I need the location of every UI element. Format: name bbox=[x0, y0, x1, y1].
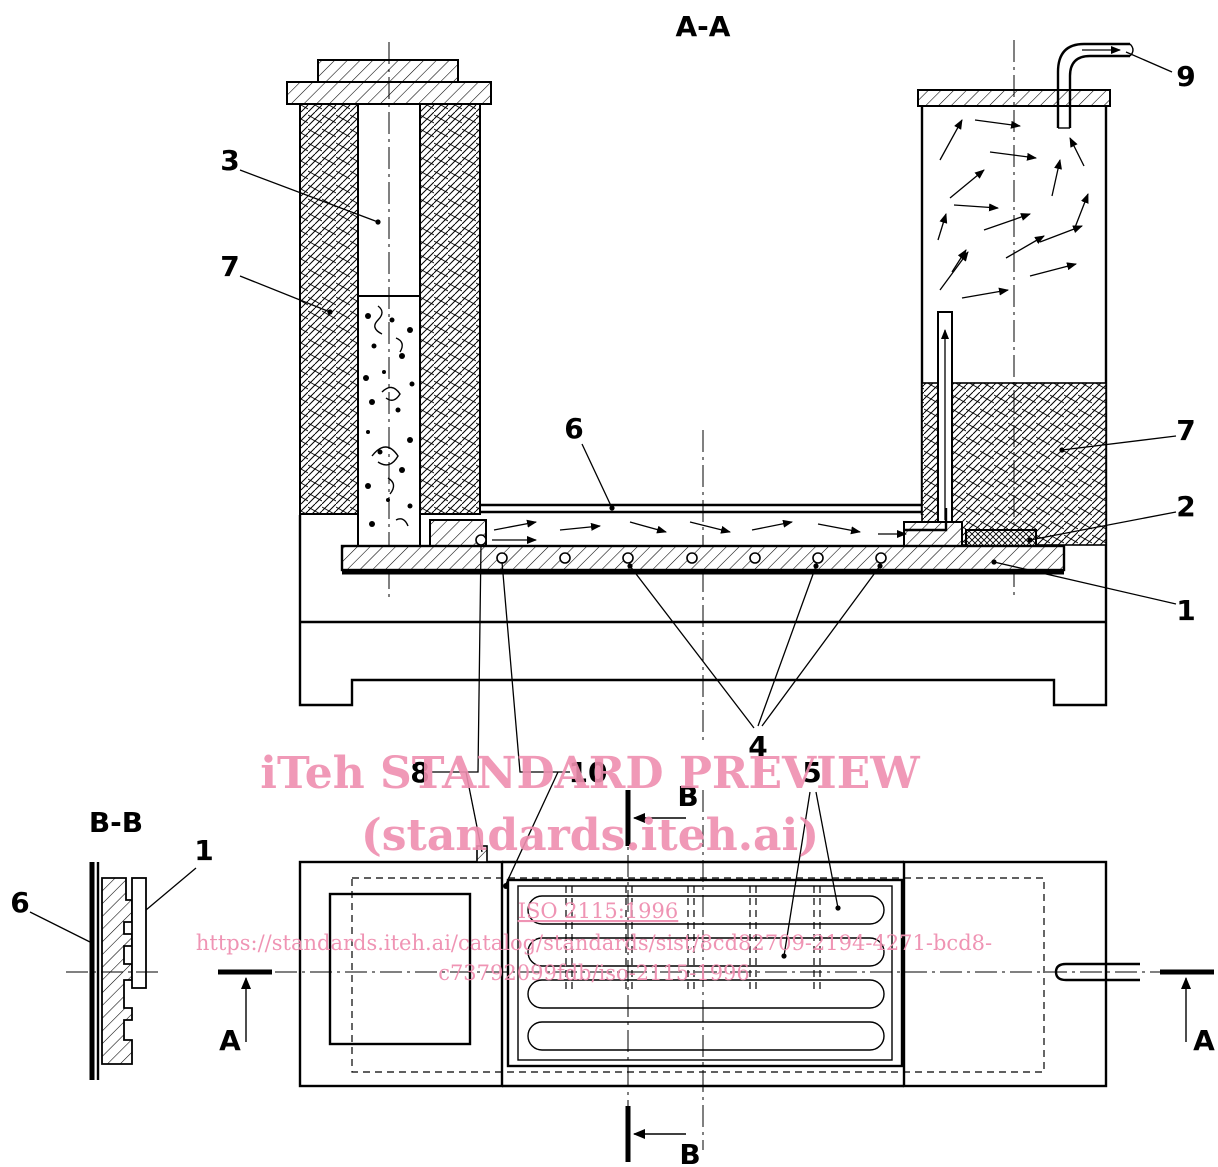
callouts-a-a: 3 7 6 7 2 1 9 4 bbox=[220, 51, 1196, 763]
callout-4: 4 bbox=[748, 730, 767, 763]
heating-element bbox=[527, 895, 885, 1051]
callouts-plan: 8 10 5 bbox=[410, 544, 841, 959]
section-a-mark-right: A bbox=[1193, 1024, 1215, 1057]
right-chimney bbox=[917, 40, 1134, 595]
callout-1: 1 bbox=[1176, 594, 1195, 627]
callout-3: 3 bbox=[220, 144, 239, 177]
section-b-markers: B B bbox=[625, 780, 701, 1167]
section-b-mark-bottom: B bbox=[679, 1138, 700, 1167]
left-tower bbox=[286, 42, 492, 598]
section-a-a-view: A-A bbox=[220, 10, 1195, 763]
callout-5: 5 bbox=[802, 756, 821, 789]
watermark-line-2: (standards.iteh.ai) bbox=[361, 810, 819, 861]
watermark-line-3: ISO 2115:1996 bbox=[518, 899, 679, 923]
section-b-mark-top: B bbox=[677, 780, 698, 813]
callout-6: 6 bbox=[564, 412, 583, 445]
insulation-left-outer bbox=[299, 103, 359, 515]
section-b-b-title: B-B bbox=[89, 806, 143, 839]
watermark-line-1: iTeh STANDARD PREVIEW bbox=[260, 748, 920, 799]
section-a-markers: A A bbox=[218, 969, 1215, 1057]
watermark-line-4: https://standards.iteh.ai/catalog/standa… bbox=[196, 931, 992, 955]
plan-left-window bbox=[328, 892, 472, 1046]
callout-7-right: 7 bbox=[1176, 414, 1195, 447]
callout-2: 2 bbox=[1176, 490, 1195, 523]
plan-tray-frame bbox=[506, 878, 904, 1068]
flow-arrows-channel bbox=[492, 519, 907, 544]
plan-view: A A B B 8 10 5 bbox=[218, 544, 1215, 1167]
bb-callout-1: 1 bbox=[194, 834, 213, 867]
callout-10: 10 bbox=[569, 756, 608, 789]
section-a-a-title: A-A bbox=[676, 10, 731, 43]
tray-holes bbox=[475, 534, 887, 564]
watermark-line-5: c73792099fdb/iso-2115-1996 bbox=[438, 961, 750, 985]
flow-arrows-chimney bbox=[937, 119, 1089, 299]
plan-ribs bbox=[565, 886, 821, 990]
bb-callout-6: 6 bbox=[10, 886, 29, 919]
test-channel bbox=[340, 430, 1066, 740]
insulation-left-inner bbox=[419, 103, 481, 515]
sample-particles bbox=[363, 313, 415, 527]
plan-hidden-outline bbox=[351, 877, 1045, 1073]
section-a-mark-left: A bbox=[219, 1024, 241, 1057]
callout-7-left: 7 bbox=[220, 250, 239, 283]
right-block bbox=[903, 521, 963, 547]
sample-tray bbox=[340, 544, 1066, 572]
bb-tray-profile bbox=[101, 877, 133, 1065]
callout-8: 8 bbox=[410, 756, 429, 789]
watermark: iTeh STANDARD PREVIEW (standards.iteh.ai… bbox=[196, 748, 992, 985]
item-2-seal bbox=[965, 529, 1037, 547]
sample-squiggles bbox=[371, 305, 409, 527]
callout-9: 9 bbox=[1176, 60, 1195, 93]
plan-right-housing bbox=[902, 860, 1108, 1088]
plan-left-housing bbox=[298, 860, 504, 1088]
section-b-b-view: B-B 6 1 bbox=[10, 806, 214, 1080]
